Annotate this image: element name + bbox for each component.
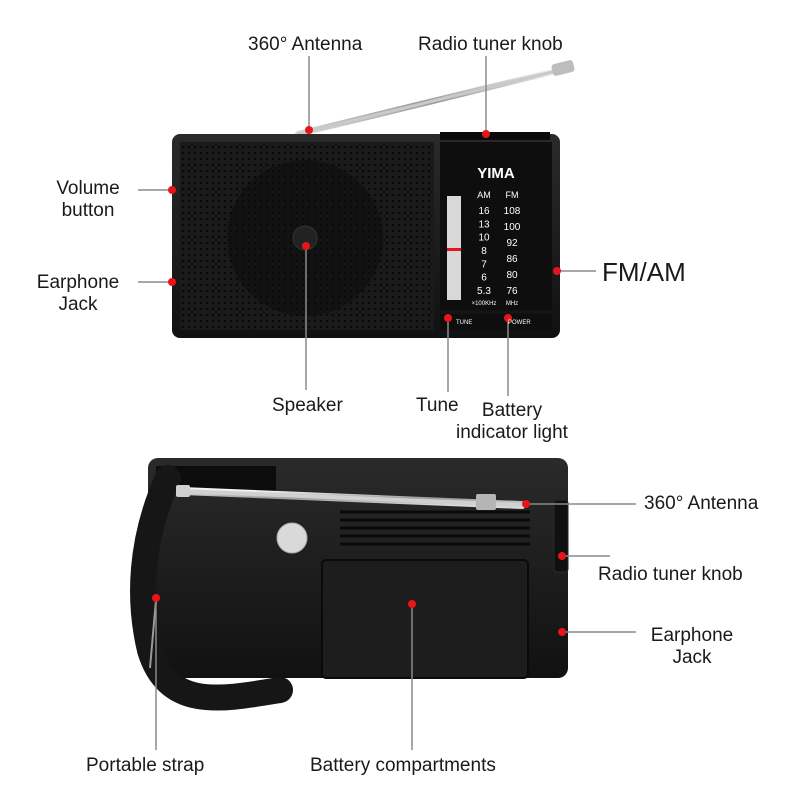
marker-earphone-back bbox=[558, 628, 566, 636]
marker-volume bbox=[168, 186, 176, 194]
am-header: AM bbox=[477, 190, 491, 200]
am-unit: ×100KHz bbox=[472, 301, 497, 307]
markers bbox=[152, 126, 566, 636]
label-battery-indicator: Battery indicator light bbox=[414, 400, 610, 444]
label-volume: Volume button bbox=[46, 178, 130, 222]
power-label: POWER bbox=[508, 320, 531, 326]
label-earphone-back-line2: Jack bbox=[672, 647, 712, 668]
label-fm-am: FM/AM bbox=[602, 257, 686, 287]
label-earphone-back: Earphone Jack bbox=[638, 625, 746, 669]
battery-cover bbox=[321, 559, 529, 679]
top-knob-slot bbox=[440, 132, 550, 140]
label-speaker: Speaker bbox=[272, 395, 343, 416]
fm_scale-value: 86 bbox=[506, 254, 518, 265]
am_scale-value: 16 bbox=[478, 206, 490, 217]
fm_scale-value: 108 bbox=[504, 206, 521, 217]
label-tune: Tune bbox=[416, 395, 459, 416]
fm_scale-value: 100 bbox=[504, 222, 521, 233]
control-strip bbox=[440, 314, 552, 330]
label-battery-indicator-line1: Battery bbox=[481, 400, 543, 421]
am_scale-value: 5.3 bbox=[477, 286, 491, 297]
label-earphone-back-line1: Earphone bbox=[650, 625, 734, 646]
am_scale-value: 13 bbox=[478, 219, 490, 230]
marker-tuner-back bbox=[558, 552, 566, 560]
am_scale-value: 7 bbox=[481, 259, 487, 270]
marker-tuner-top bbox=[482, 130, 490, 138]
label-earphone-top-line2: Jack bbox=[58, 294, 98, 315]
marker-battery-indicator bbox=[504, 314, 512, 322]
marker-antenna-top bbox=[305, 126, 313, 134]
strap-body bbox=[130, 465, 293, 711]
label-battery-compartments: Battery compartments bbox=[310, 755, 496, 776]
back-antenna bbox=[176, 485, 526, 510]
am_scale-value: 8 bbox=[481, 246, 487, 257]
am-scale: 16 13 10 8 7 6 5.3 bbox=[477, 206, 491, 297]
back-vents bbox=[340, 510, 530, 546]
marker-battery-compartment bbox=[408, 600, 416, 608]
back-sticker bbox=[276, 522, 308, 554]
label-volume-line1: Volume bbox=[56, 178, 120, 199]
label-earphone-top: Earphone Jack bbox=[24, 272, 132, 316]
front-antenna bbox=[295, 60, 575, 137]
fm_scale-value: 80 bbox=[506, 270, 518, 281]
label-earphone-top-line1: Earphone bbox=[36, 272, 120, 293]
tune-label: TUNE bbox=[456, 320, 472, 326]
label-strap: Portable strap bbox=[86, 755, 205, 776]
marker-strap bbox=[152, 594, 160, 602]
fm-unit: MHz bbox=[506, 301, 518, 307]
marker-earphone-top bbox=[168, 278, 176, 286]
label-battery-indicator-line2: indicator light bbox=[456, 422, 568, 443]
label-volume-line2: button bbox=[61, 200, 115, 221]
strap-cord bbox=[149, 599, 157, 669]
back-radio bbox=[130, 458, 569, 711]
label-tuner-knob-top: Radio tuner knob bbox=[418, 34, 563, 55]
marker-speaker bbox=[302, 242, 310, 250]
label-antenna-back: 360° Antenna bbox=[644, 493, 759, 514]
front-radio bbox=[172, 60, 575, 338]
label-antenna-top: 360° Antenna bbox=[248, 34, 363, 55]
leader-lines bbox=[138, 56, 636, 750]
fm-header: FM bbox=[506, 190, 519, 200]
speaker-center bbox=[292, 225, 318, 251]
fm_scale-value: 92 bbox=[506, 238, 518, 249]
fm-scale: 108 100 92 86 80 76 bbox=[504, 206, 521, 297]
am_scale-value: 10 bbox=[478, 233, 490, 244]
label-tuner-knob-back: Radio tuner knob bbox=[598, 564, 743, 585]
marker-fm-am bbox=[553, 267, 561, 275]
marker-tune bbox=[444, 314, 452, 322]
fm_scale-value: 76 bbox=[506, 286, 518, 297]
dial-pointer bbox=[447, 248, 461, 251]
am_scale-value: 6 bbox=[481, 273, 487, 284]
marker-antenna-back bbox=[522, 500, 530, 508]
brand-logo: YIMA bbox=[477, 165, 515, 182]
side-tuner-knob bbox=[553, 499, 569, 573]
